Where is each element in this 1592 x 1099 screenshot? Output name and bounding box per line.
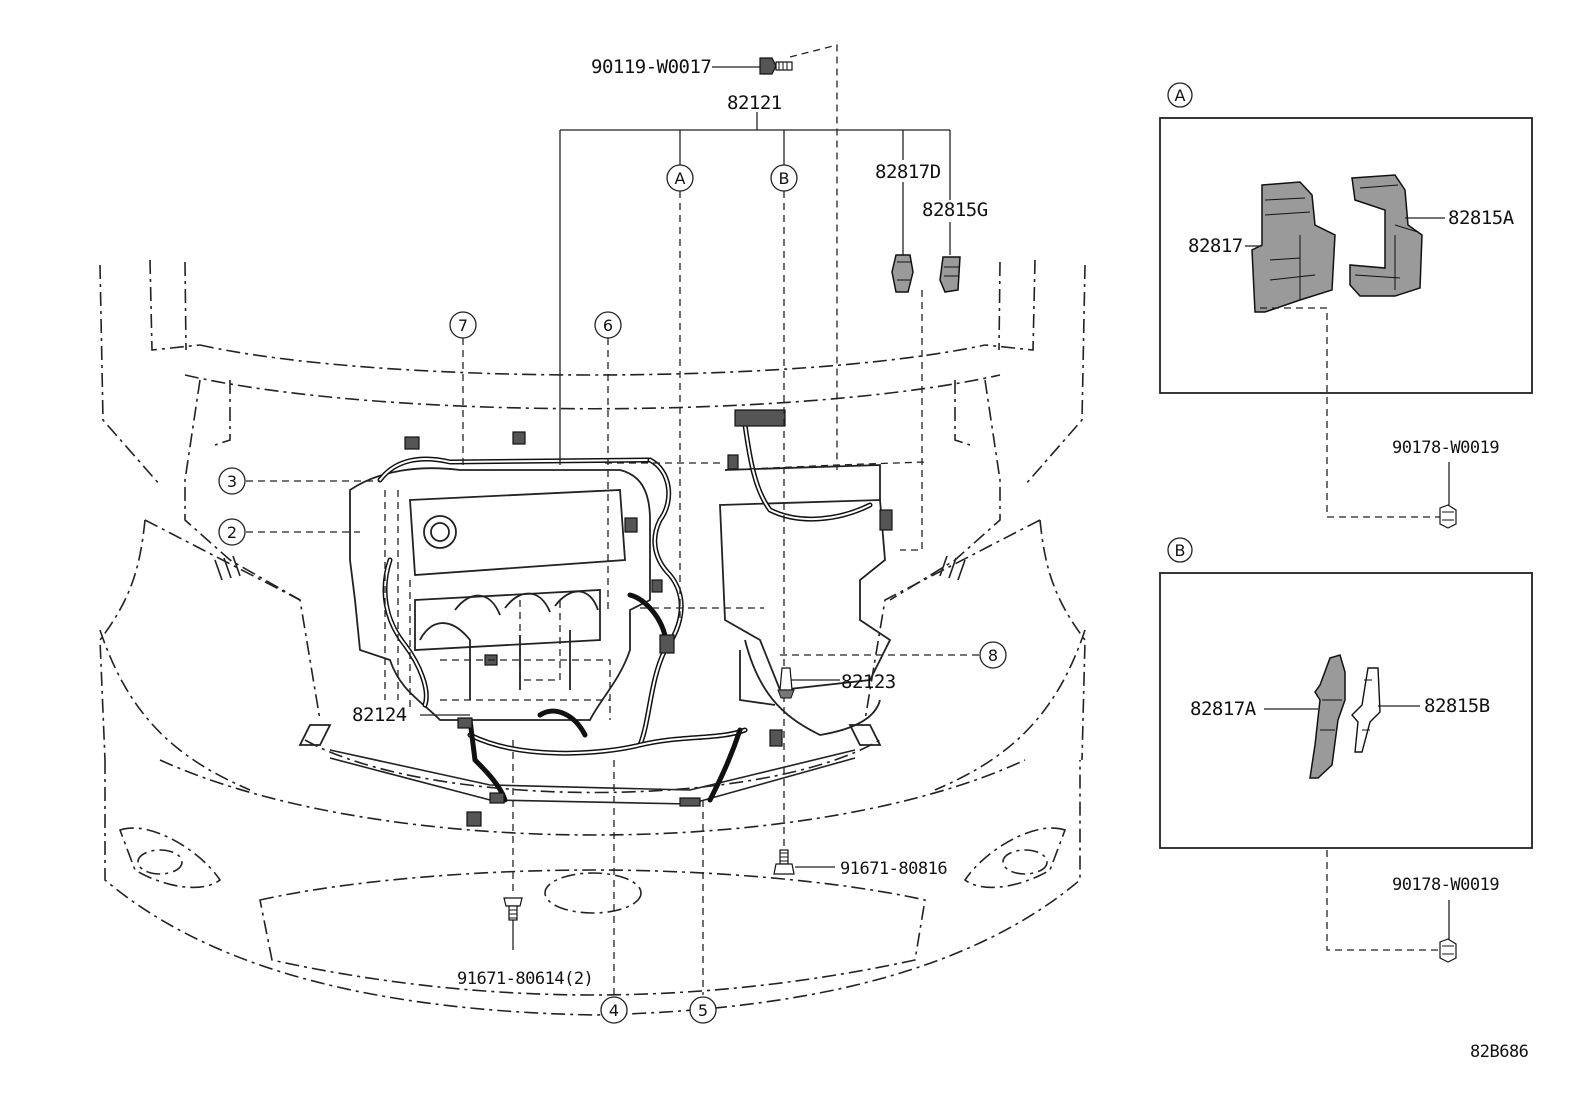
svg-text:6: 6 (603, 316, 613, 335)
label-82817d: 82817D (875, 161, 941, 183)
callout-b: B (770, 164, 798, 192)
callout-5: 5 (689, 996, 717, 1024)
label-91671-80816: 91671-80816 (840, 859, 947, 879)
reference-lines (246, 44, 980, 995)
part-82815b-icon (1351, 667, 1381, 753)
detail-b-box (1159, 572, 1533, 849)
clip-90178-a-icon (1439, 504, 1457, 529)
label-91671-80614: 91671-80614(2) (457, 969, 593, 989)
label-82815a: 82815A (1448, 207, 1515, 229)
diagram-code: 82B686 (1470, 1042, 1529, 1062)
label-82817: 82817 (1188, 235, 1243, 257)
callout-2: 2 (218, 518, 246, 546)
label-82817a: 82817A (1190, 698, 1257, 720)
part-82815g-icon (939, 256, 961, 293)
label-90119-w0017: 90119-W0017 (591, 56, 711, 78)
callout-7: 7 (449, 311, 477, 339)
part-82817a-icon (1309, 654, 1346, 779)
callout-a: A (666, 164, 694, 192)
svg-text:A: A (675, 169, 686, 188)
bolt-90119-icon (759, 57, 793, 75)
callout-4: 4 (600, 996, 628, 1024)
detail-b-panel: B 82817A 82815B 90178-W0019 (1159, 537, 1533, 963)
callout-6: 6 (594, 311, 622, 339)
part-82817d-icon (891, 254, 914, 293)
label-90178-w0019-b: 90178-W0019 (1392, 875, 1499, 895)
detail-a-panel: A 82817 82815A 90178-W0019 (1159, 82, 1533, 529)
part-82815a-icon (1349, 174, 1423, 297)
svg-text:7: 7 (458, 316, 468, 335)
fastener-group (503, 57, 795, 921)
svg-text:3: 3 (227, 472, 237, 491)
detail-a-box (1159, 117, 1533, 394)
svg-text:2: 2 (227, 523, 237, 542)
svg-text:8: 8 (988, 646, 998, 665)
bolt-91671-80816-icon (773, 849, 795, 875)
svg-text:B: B (779, 169, 790, 188)
clip-90178-b-icon (1439, 938, 1457, 963)
bolt-91671-80614-icon (503, 897, 523, 921)
engine-assembly (349, 409, 893, 827)
label-82123: 82123 (841, 671, 896, 693)
label-90178-w0019-a: 90178-W0019 (1392, 438, 1499, 458)
detail-a-marker-text: A (1175, 86, 1186, 105)
callout-8: 8 (979, 641, 1007, 669)
svg-text:4: 4 (609, 1001, 619, 1020)
vehicle-body-outline (99, 259, 1086, 1016)
label-82121: 82121 (727, 92, 782, 114)
detail-a-marker (1167, 82, 1193, 108)
detail-b-marker (1167, 537, 1193, 563)
label-82815g: 82815G (922, 199, 988, 221)
clip-82123-icon (777, 667, 795, 699)
callout-3: 3 (218, 467, 246, 495)
detail-b-marker-text: B (1175, 541, 1186, 560)
svg-text:5: 5 (698, 1001, 708, 1020)
label-82815b: 82815B (1424, 695, 1490, 717)
part-82817-icon (1251, 181, 1336, 313)
label-82124: 82124 (352, 704, 407, 726)
